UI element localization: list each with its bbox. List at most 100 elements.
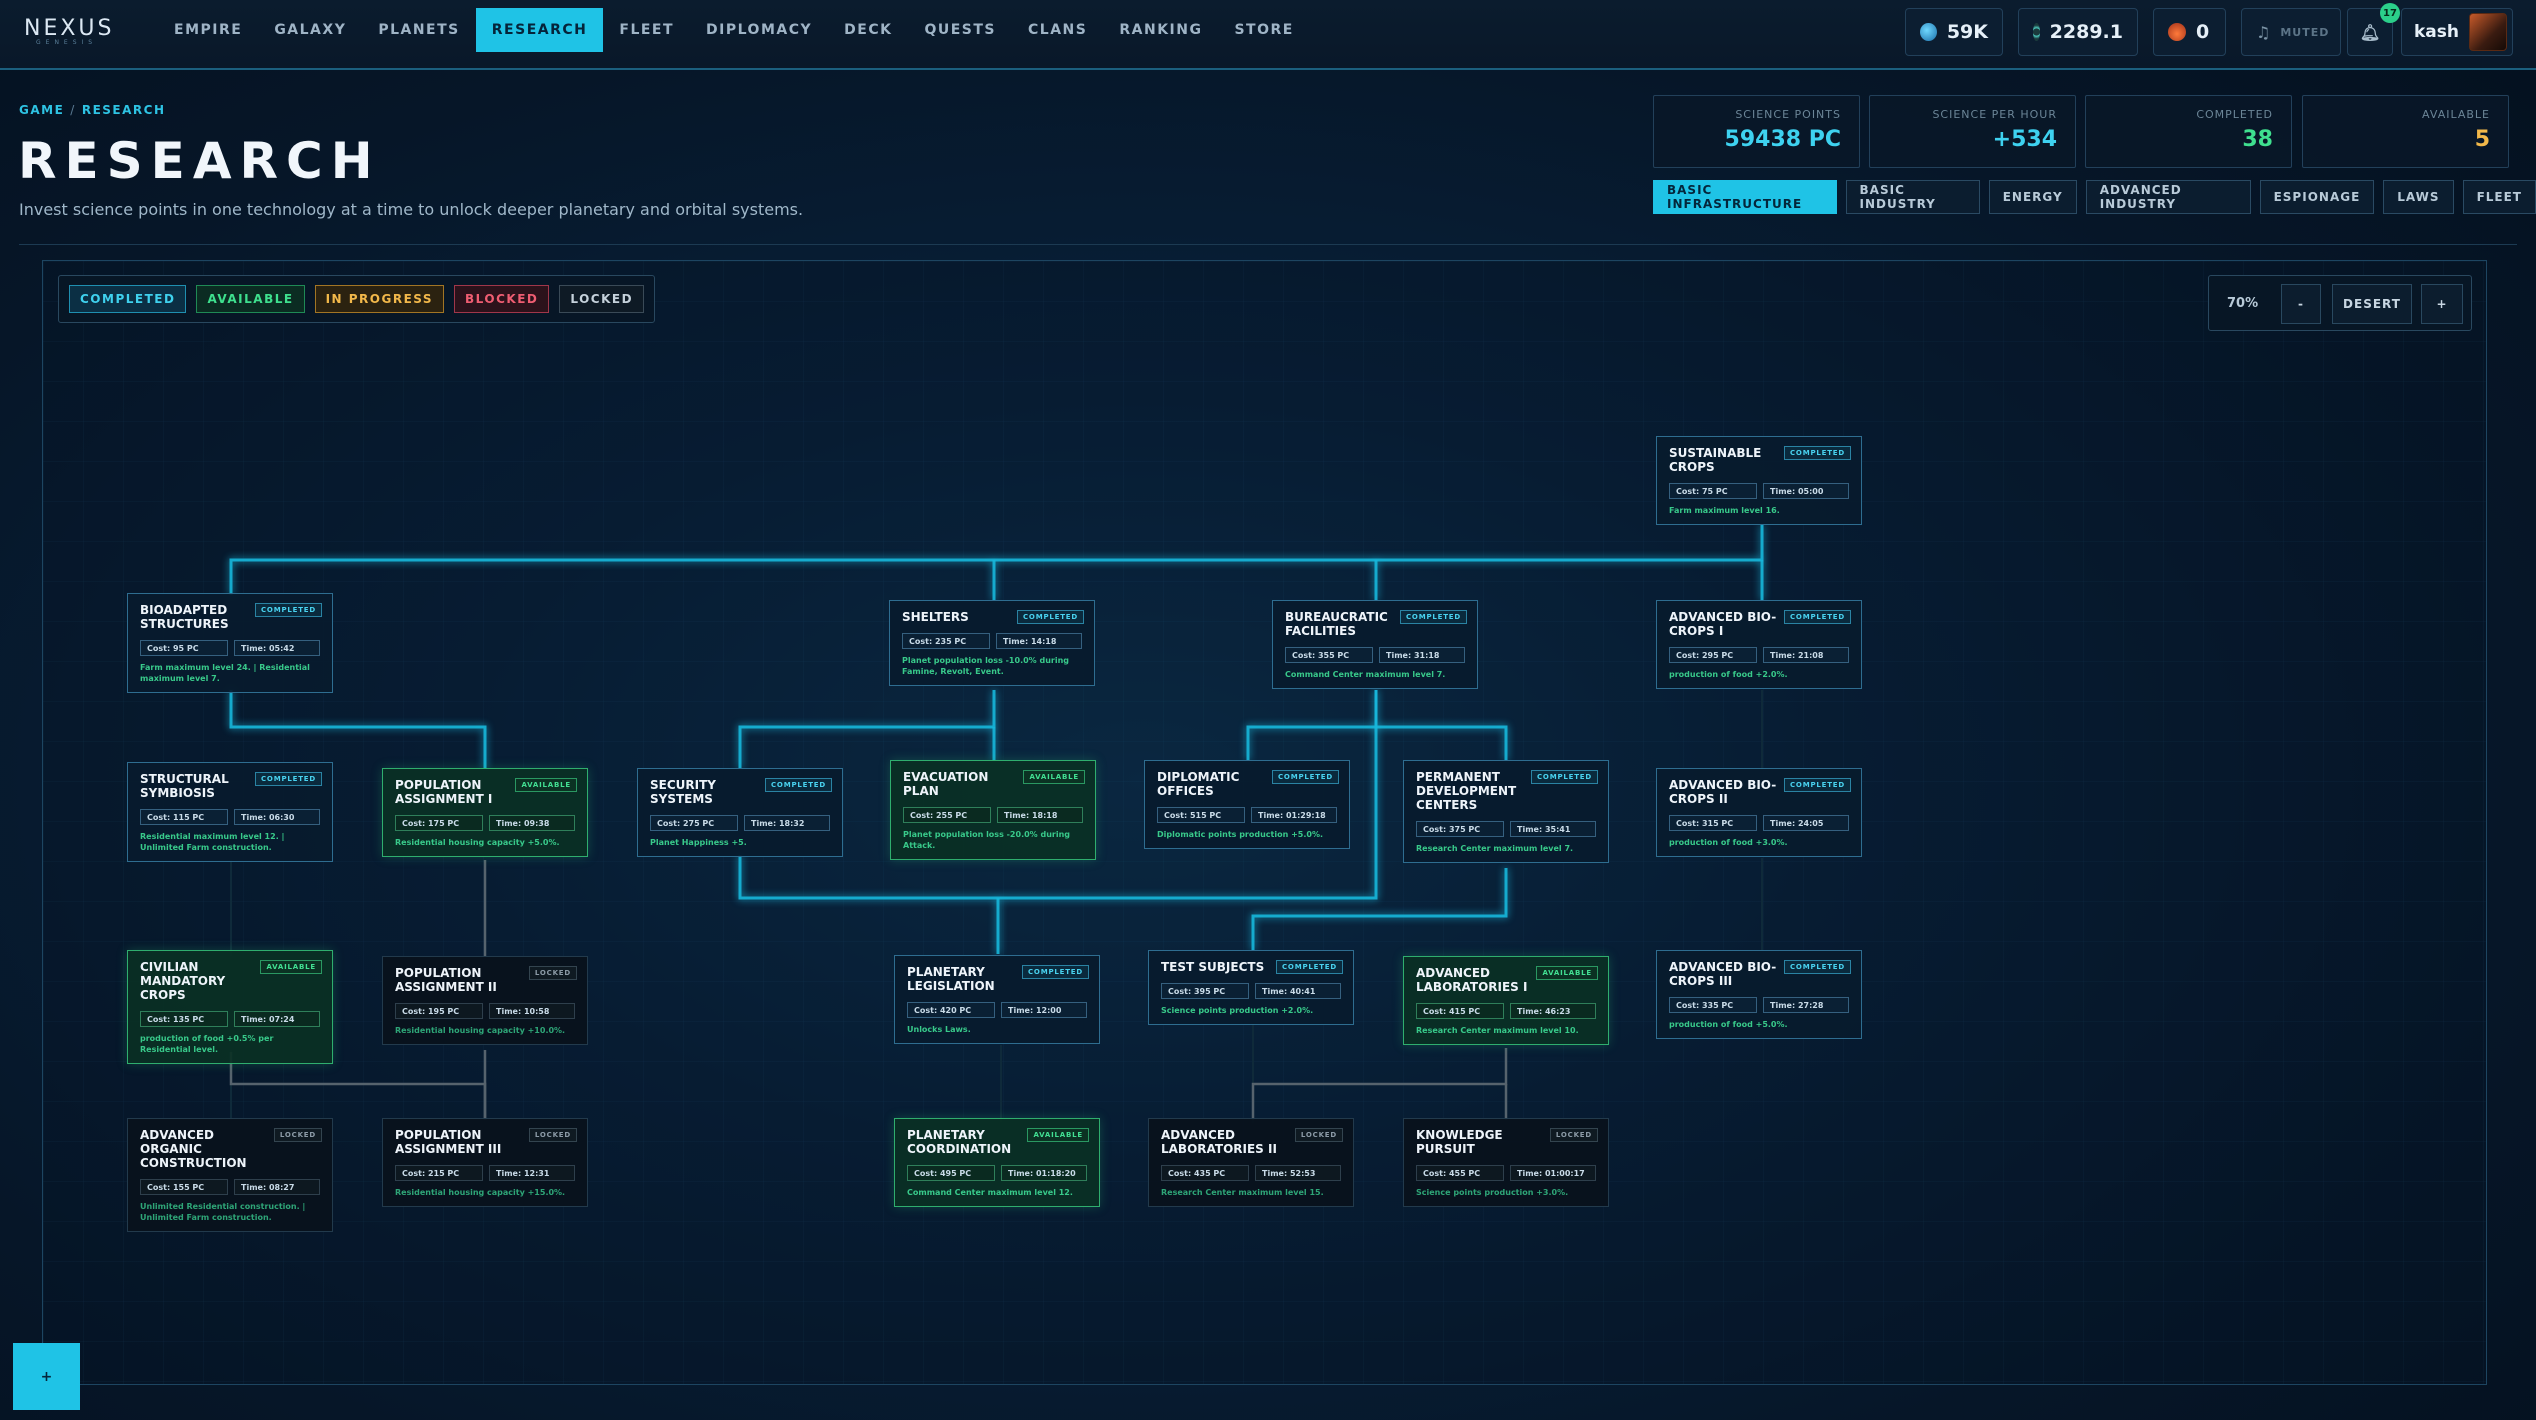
tech-time: Time: 05:00	[1763, 483, 1849, 499]
tech-node-population-assignment-2[interactable]: POPULATION ASSIGNMENT II LOCKED Cost: 19…	[382, 956, 588, 1045]
crystal-resource[interactable]: 2289.1	[2018, 8, 2138, 56]
metal-resource[interactable]: 59K	[1905, 8, 2003, 56]
nav-research[interactable]: RESEARCH	[475, 8, 604, 52]
breadcrumb-game[interactable]: GAME	[19, 103, 65, 117]
tech-node-bureaucratic-facilities[interactable]: BUREAUCRATIC FACILITIES COMPLETED Cost: …	[1272, 600, 1478, 689]
tech-title: ADVANCED BIO-CROPS II	[1669, 778, 1777, 806]
tech-effect: Research Center maximum level 15.	[1161, 1188, 1324, 1197]
tech-title: SUSTAINABLE CROPS	[1669, 446, 1762, 474]
tech-node-population-assignment-3[interactable]: POPULATION ASSIGNMENT III LOCKED Cost: 2…	[382, 1118, 588, 1207]
tab-laws[interactable]: LAWS	[2383, 180, 2454, 214]
tab-fleet[interactable]: FLEET	[2462, 180, 2536, 214]
tech-effect: Planet population loss -20.0% during Att…	[903, 830, 1070, 850]
status-badge: LOCKED	[273, 1128, 322, 1142]
tech-time: Time: 52:53	[1255, 1165, 1341, 1181]
tech-effect: Science points production +2.0%.	[1161, 1006, 1314, 1015]
tech-node-structural-symbiosis[interactable]: STRUCTURAL SYMBIOSIS COMPLETED Cost: 115…	[127, 762, 333, 862]
tab-energy[interactable]: ENERGY	[1988, 180, 2077, 214]
tech-cost: Cost: 420 PC	[907, 1002, 995, 1018]
tab-basic-industry[interactable]: BASIC INDUSTRY	[1845, 180, 1980, 214]
tech-time: Time: 31:18	[1379, 647, 1465, 663]
legend-in-progress: IN PROGRESS	[314, 285, 445, 313]
tech-node-advanced-laboratories-1[interactable]: ADVANCED LABORATORIES I AVAILABLE Cost: …	[1403, 956, 1609, 1045]
zoom-in-button[interactable]: +	[2421, 284, 2463, 324]
nav-diplomacy[interactable]: DIPLOMACY	[706, 22, 813, 38]
floating-action-button[interactable]: +	[13, 1343, 80, 1410]
tech-node-civilian-mandatory-crops[interactable]: CIVILIAN MANDATORY CROPS AVAILABLE Cost:…	[127, 950, 333, 1064]
nav-store[interactable]: STORE	[1234, 22, 1294, 38]
status-badge: COMPLETED	[255, 772, 322, 786]
status-badge: AVAILABLE	[515, 778, 577, 792]
tech-title: TEST SUBJECTS	[1161, 960, 1265, 974]
tech-node-advanced-bio-crops-3[interactable]: ADVANCED BIO-CROPS III COMPLETED Cost: 3…	[1656, 950, 1862, 1039]
nav-fleet[interactable]: FLEET	[619, 22, 675, 38]
tech-cost: Cost: 375 PC	[1416, 821, 1504, 837]
tech-node-advanced-bio-crops-2[interactable]: ADVANCED BIO-CROPS II COMPLETED Cost: 31…	[1656, 768, 1862, 857]
tech-node-population-assignment-1[interactable]: POPULATION ASSIGNMENT I AVAILABLE Cost: …	[382, 768, 588, 857]
page-subtitle: Invest science points in one technology …	[19, 200, 804, 219]
tech-node-bioadapted-structures[interactable]: BIOADAPTED STRUCTURES COMPLETED Cost: 95…	[127, 593, 333, 693]
nav-galaxy[interactable]: GALAXY	[274, 22, 347, 38]
tech-node-planetary-legislation[interactable]: PLANETARY LEGISLATION COMPLETED Cost: 42…	[894, 955, 1100, 1044]
stat-label: AVAILABLE	[2422, 108, 2490, 121]
status-badge: LOCKED	[1549, 1128, 1598, 1142]
status-badge: COMPLETED	[1784, 960, 1851, 974]
stat-label: COMPLETED	[2196, 108, 2273, 121]
nav-quests[interactable]: QUESTS	[924, 22, 997, 38]
zoom-out-button[interactable]: -	[2281, 284, 2321, 324]
tech-effect: Research Center maximum level 7.	[1416, 844, 1574, 853]
nav-deck[interactable]: DECK	[844, 22, 893, 38]
tech-time: Time: 12:00	[1001, 1002, 1087, 1018]
audio-toggle[interactable]: ♫ MUTED	[2241, 8, 2341, 56]
status-badge: AVAILABLE	[1536, 966, 1598, 980]
tab-advanced-industry[interactable]: ADVANCED INDUSTRY	[2085, 180, 2251, 214]
status-badge: COMPLETED	[765, 778, 832, 792]
tech-node-advanced-organic-construction[interactable]: ADVANCED ORGANIC CONSTRUCTION LOCKED Cos…	[127, 1118, 333, 1232]
tech-effect: Diplomatic points production +5.0%.	[1157, 830, 1324, 839]
zoom-reset-button[interactable]: DESERT	[2332, 284, 2412, 324]
tech-cost: Cost: 155 PC	[140, 1179, 228, 1195]
tech-time: Time: 12:31	[489, 1165, 575, 1181]
tech-cost: Cost: 295 PC	[1669, 647, 1757, 663]
tech-cost: Cost: 115 PC	[140, 809, 228, 825]
nexus-logo[interactable]: NEXUS GENESIS	[24, 16, 134, 46]
tech-title: POPULATION ASSIGNMENT II	[395, 966, 497, 994]
tech-node-permanent-development-centers[interactable]: PERMANENT DEVELOPMENT CENTERS COMPLETED …	[1403, 760, 1609, 863]
energy-resource[interactable]: 0	[2153, 8, 2226, 56]
tech-node-planetary-coordination[interactable]: PLANETARY COORDINATION AVAILABLE Cost: 4…	[894, 1118, 1100, 1207]
tech-title: DIPLOMATIC OFFICES	[1157, 770, 1240, 798]
user-menu[interactable]: kash	[2401, 8, 2513, 56]
status-badge: COMPLETED	[1272, 770, 1339, 784]
tech-time: Time: 09:38	[489, 815, 575, 831]
main-nav: EMPIRE GALAXY PLANETS RESEARCH FLEET DIP…	[158, 8, 1310, 52]
stat-completed: COMPLETED 38	[2085, 95, 2292, 168]
top-navigation-bar: NEXUS GENESIS EMPIRE GALAXY PLANETS RESE…	[0, 0, 2536, 70]
zoom-controls: 70% - DESERT +	[2208, 275, 2472, 331]
tech-node-diplomatic-offices[interactable]: DIPLOMATIC OFFICES COMPLETED Cost: 515 P…	[1144, 760, 1350, 849]
nav-empire[interactable]: EMPIRE	[174, 22, 243, 38]
tab-espionage[interactable]: ESPIONAGE	[2259, 180, 2375, 214]
tech-effect: production of food +5.0%.	[1669, 1020, 1788, 1029]
status-badge: AVAILABLE	[260, 960, 322, 974]
tech-node-advanced-bio-crops-1[interactable]: ADVANCED BIO-CROPS I COMPLETED Cost: 295…	[1656, 600, 1862, 689]
notifications-button[interactable]: 🔔︎ 17	[2347, 3, 2400, 56]
status-legend: COMPLETED AVAILABLE IN PROGRESS BLOCKED …	[58, 275, 656, 323]
nav-clans[interactable]: CLANS	[1028, 22, 1088, 38]
tech-effect: Command Center maximum level 12.	[907, 1188, 1073, 1197]
tab-basic-infrastructure[interactable]: BASIC INFRASTRUCTURE	[1653, 180, 1837, 214]
tech-title: EVACUATION PLAN	[903, 770, 989, 798]
tech-node-advanced-laboratories-2[interactable]: ADVANCED LABORATORIES II LOCKED Cost: 43…	[1148, 1118, 1354, 1207]
breadcrumb-research: RESEARCH	[81, 103, 166, 117]
tech-effect: Science points production +3.0%.	[1416, 1188, 1569, 1197]
status-badge: LOCKED	[1294, 1128, 1343, 1142]
nav-planets[interactable]: PLANETS	[378, 22, 460, 38]
nav-ranking[interactable]: RANKING	[1119, 22, 1203, 38]
tech-effect: Residential maximum level 12. | Unlimite…	[140, 832, 285, 852]
tech-cost: Cost: 455 PC	[1416, 1165, 1504, 1181]
